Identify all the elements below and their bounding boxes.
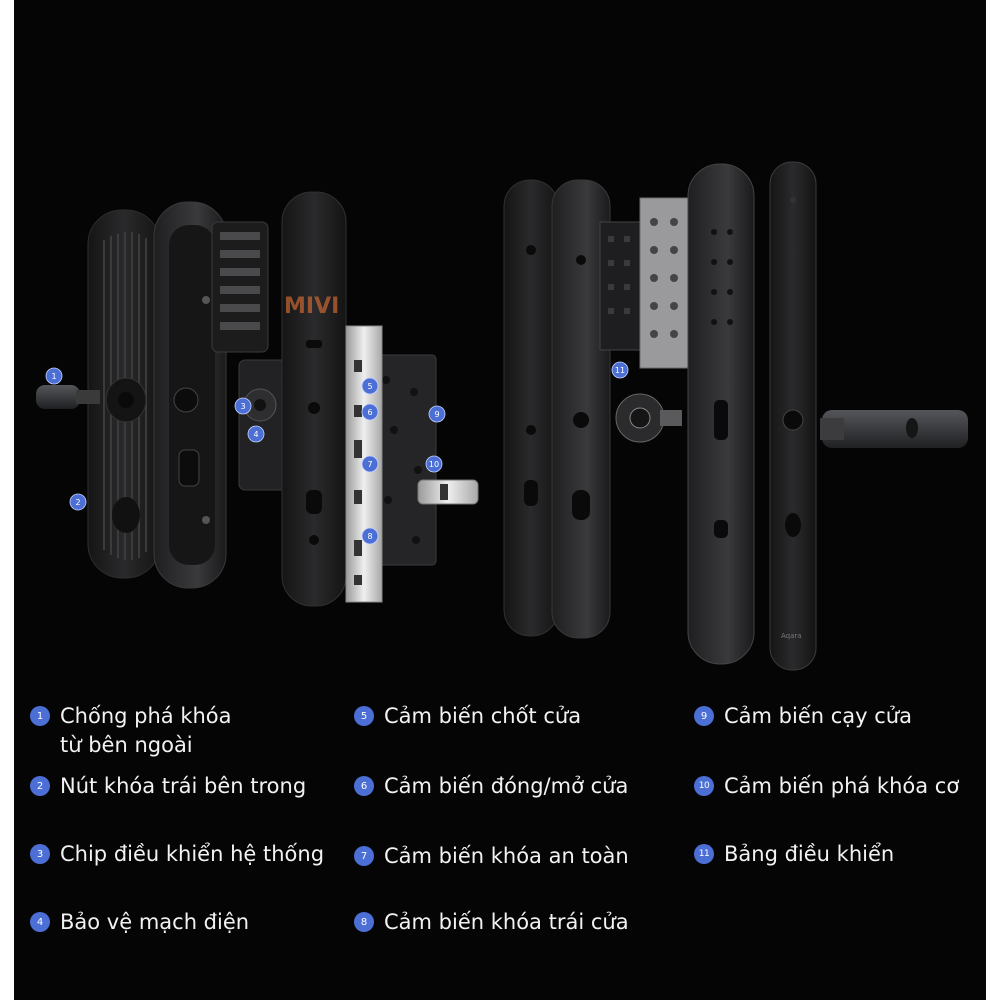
legend-badge: 6 (354, 776, 374, 796)
callout-number: 9 (434, 410, 439, 419)
callout-number: 5 (367, 382, 372, 391)
mounting-plate: MIVI (281, 191, 347, 607)
callout-number: 4 (253, 430, 258, 439)
legend-badge: 10 (694, 776, 714, 796)
legend-badge: 8 (354, 912, 374, 932)
callout-badges: 1 2 3 4 5 6 7 8 9 10 11 (45, 361, 629, 545)
callout-number: 11 (615, 366, 625, 375)
legend-badge: 1 (30, 706, 50, 726)
legend-badge: 3 (30, 844, 50, 864)
legend-label: Cảm biến cạy cửa (724, 704, 912, 728)
key-cylinder (417, 479, 479, 505)
watermark: MIVI (284, 294, 339, 319)
legend-item-8: 8 Cảm biến khóa trái cửa (354, 908, 629, 937)
exploded-lock-diagram: MIVI (36, 161, 968, 671)
callout-number: 3 (240, 402, 245, 411)
brand-mark: Aqara (781, 632, 802, 640)
legend-item-7: 7 Cảm biến khóa an toàn (354, 842, 629, 871)
legend-label: Cảm biến phá khóa cơ (724, 774, 960, 798)
interior-housing (687, 163, 755, 665)
callout-6: 6 (361, 403, 379, 421)
callout-number: 6 (367, 408, 372, 417)
callout-9: 9 (428, 405, 446, 423)
callout-number: 10 (429, 460, 439, 469)
spindle-gear (615, 393, 682, 443)
legend-item-5: 5 Cảm biến chốt cửa (354, 702, 581, 731)
legend-badge: 11 (694, 844, 714, 864)
legend-item-3: 3 Chip điều khiển hệ thống (30, 840, 324, 869)
legend-label: Chống phá khóa từ bên ngoài (60, 704, 232, 757)
legend-label: Cảm biến đóng/mở cửa (384, 774, 629, 798)
legend-label: Bảo vệ mạch điện (60, 910, 250, 934)
legend-item-6: 6 Cảm biến đóng/mở cửa (354, 772, 628, 801)
legend-label: Chip điều khiển hệ thống (60, 842, 325, 866)
external-knob (36, 385, 100, 409)
legend-item-1: 1 Chống phá khóa từ bên ngoài (30, 702, 232, 760)
diagram-frame: MIVI (14, 0, 986, 1000)
legend-item-11: 11 Bảng điều khiển (694, 840, 894, 869)
left-assembly: MIVI (36, 191, 479, 607)
callout-7: 7 (361, 455, 379, 473)
circuit-module (211, 221, 269, 353)
interior-lever-handle (820, 410, 968, 448)
legend-label: Cảm biến khóa an toàn (384, 844, 629, 868)
legend-item-4: 4 Bảo vệ mạch điện (30, 908, 249, 937)
callout-5: 5 (361, 377, 379, 395)
keypad-metal-bracket (639, 197, 689, 369)
callout-number: 1 (51, 372, 56, 381)
callout-10: 10 (425, 455, 443, 473)
legend-badge: 7 (354, 846, 374, 866)
legend-item-10: 10 Cảm biến phá khóa cơ (694, 772, 959, 801)
callout-2: 2 (69, 493, 87, 511)
callout-number: 8 (367, 532, 372, 541)
legend-item-9: 9 Cảm biến cạy cửa (694, 702, 912, 731)
callout-3: 3 (234, 397, 252, 415)
callout-number: 7 (367, 460, 372, 469)
inner-frame-panel (153, 201, 227, 589)
legend-badge: 9 (694, 706, 714, 726)
ribbed-cover-panel (87, 209, 161, 579)
callout-11: 11 (611, 361, 629, 379)
legend-label: Cảm biến chốt cửa (384, 704, 582, 728)
back-plate-outer (503, 179, 559, 637)
back-plate-inner (551, 179, 611, 639)
callout-4: 4 (247, 425, 265, 443)
legend-badge: 5 (354, 706, 374, 726)
callout-number: 2 (75, 498, 80, 507)
callout-1: 1 (45, 367, 63, 385)
legend-label: Nút khóa trái bên trong (60, 774, 307, 798)
control-board (599, 221, 643, 351)
legend-badge: 4 (30, 912, 50, 932)
legend-label: Cảm biến khóa trái cửa (384, 910, 629, 934)
interior-cover: Aqara (769, 161, 817, 671)
right-assembly: Aqara (503, 161, 968, 671)
callout-8: 8 (361, 527, 379, 545)
legend-item-2: 2 Nút khóa trái bên trong (30, 772, 306, 801)
legend-label: Bảng điều khiển (724, 842, 895, 866)
legend-badge: 2 (30, 776, 50, 796)
